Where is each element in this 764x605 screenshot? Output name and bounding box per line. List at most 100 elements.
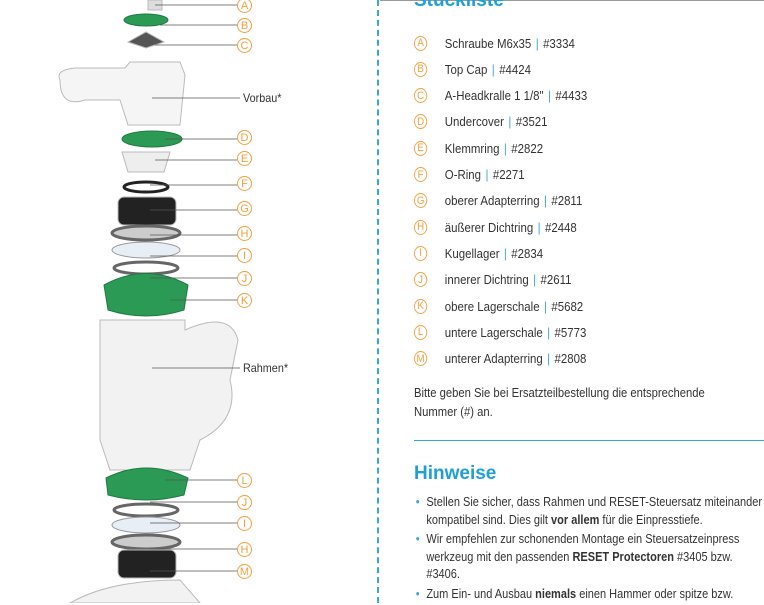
note-emphasis: vor allem <box>551 512 600 527</box>
top-border <box>380 0 764 1</box>
diagram-callout-j: J <box>237 271 252 286</box>
parts-list-title: Stückliste <box>414 0 504 11</box>
part-name: A-Headkralle 1 1/8" <box>444 88 544 104</box>
note-text: Zum Ein- und Ausbau <box>426 586 536 601</box>
part-number: #2834 <box>511 245 544 261</box>
diagram-callout-m: M <box>237 564 252 579</box>
part-letter-badge: A <box>414 35 428 51</box>
parts-list-item: B Top Cap|#4424 <box>414 59 531 79</box>
part-name: untere Lagerschale <box>444 324 543 340</box>
separator: | <box>533 272 537 288</box>
part-letter-badge: L <box>414 324 428 340</box>
separator: | <box>508 114 512 130</box>
parts-list-item: A Schraube M6x35|#3334 <box>414 33 575 53</box>
parts-list-item: I Kugellager|#2834 <box>414 243 543 263</box>
parts-list-item: F O-Ring|#2271 <box>414 165 525 185</box>
part-number: #4433 <box>555 88 588 104</box>
diagram-callout-d: D <box>237 130 252 145</box>
part-letter-badge: M <box>414 351 428 367</box>
diagram-callout-h: H <box>237 542 252 557</box>
note-text: #3405 bzw. #3406. <box>426 549 733 582</box>
separator: | <box>485 167 489 182</box>
note-item: Wir empfehlen zur schonenden Montage ein… <box>414 531 764 584</box>
part-name: Schraube M6x35 <box>444 35 532 51</box>
diagram-callout-e: E <box>237 151 252 166</box>
part-letter-badge: E <box>414 140 428 156</box>
stem-shape <box>58 61 186 126</box>
part-name: Top Cap <box>444 61 488 77</box>
separator: | <box>503 245 507 261</box>
diagram-callout-c: C <box>237 38 252 53</box>
part-name: Kugellager <box>444 245 500 261</box>
part-number: #2448 <box>544 219 577 235</box>
note-item: Zum Ein- und Ausbau niemals einen Hammer… <box>414 586 764 604</box>
parts-list-item: C A-Headkralle 1 1/8"|#4433 <box>414 86 587 106</box>
separator: | <box>543 298 547 314</box>
separator: | <box>535 35 539 51</box>
part-number: #2822 <box>511 140 544 156</box>
diagram-callout-l: L <box>237 473 252 488</box>
part-letter-badge: F <box>414 167 428 182</box>
part-number: #2611 <box>540 272 572 288</box>
diagram-callout-i: I <box>237 248 252 263</box>
note-emphasis: RESET Protectoren <box>572 549 674 564</box>
diagram-callout-a: A <box>237 0 252 13</box>
part-number: #2271 <box>492 167 525 182</box>
part-letter-badge: G <box>414 193 428 209</box>
note-text: einen Hammer oder spitze bzw. <box>576 586 734 601</box>
separator: | <box>491 61 495 77</box>
part-letter-badge: I <box>414 245 428 261</box>
note-text: Wir empfehlen zur schonenden Montage ein… <box>426 532 740 564</box>
part-letter-badge: C <box>414 88 428 104</box>
part-number: #3334 <box>543 35 575 51</box>
rahmen-label: Rahmen* <box>243 361 289 375</box>
part-name: O-Ring <box>444 167 482 182</box>
part-letter-badge: D <box>414 114 428 130</box>
separator: | <box>537 219 541 235</box>
parts-list-item: D Undercover|#3521 <box>414 112 548 132</box>
dashed-divider <box>377 0 379 603</box>
separator: | <box>503 140 507 156</box>
part-letter-badge: B <box>414 61 428 77</box>
note-item: Stellen Sie sicher, dass Rahmen und RESE… <box>414 494 764 529</box>
part-letter-badge: H <box>414 219 428 235</box>
part-number: #3521 <box>515 114 548 130</box>
diagram-callout-g: G <box>237 201 252 216</box>
headkralle-shape <box>126 31 166 49</box>
part-number: #5773 <box>554 324 587 340</box>
separator: | <box>547 351 551 367</box>
part-letter-badge: J <box>414 272 428 288</box>
part-number: #2808 <box>554 351 587 367</box>
diagram-callout-f: F <box>237 176 252 191</box>
note-emphasis: niemals <box>535 586 577 601</box>
vorbau-label: Vorbau* <box>243 91 282 105</box>
part-letter-badge: K <box>414 298 428 314</box>
frame-shape <box>99 319 239 471</box>
part-name: Undercover <box>444 114 504 130</box>
section-divider <box>414 440 764 441</box>
notes-list: Stellen Sie sicher, dass Rahmen und RESE… <box>414 494 764 605</box>
top-cap-shape <box>123 13 169 27</box>
part-number: #2811 <box>551 193 583 209</box>
exploded-headset-diagram <box>58 0 240 603</box>
separator: | <box>548 88 552 104</box>
part-number: #5682 <box>551 298 584 314</box>
diagram-callout-b: B <box>237 18 252 33</box>
diagram-callout-h: H <box>237 226 252 241</box>
separator: | <box>547 324 551 340</box>
part-number: #4424 <box>499 61 532 77</box>
diagram-callout-j: J <box>237 495 252 510</box>
part-name: innerer Dichtring <box>444 272 529 288</box>
part-name: unterer Adapterring <box>444 351 543 367</box>
notes-title: Hinweise <box>414 463 497 484</box>
diagram-callout-i: I <box>237 516 252 531</box>
part-name: obere Lagerschale <box>444 298 540 314</box>
part-name: äußerer Dichtring <box>444 219 534 235</box>
